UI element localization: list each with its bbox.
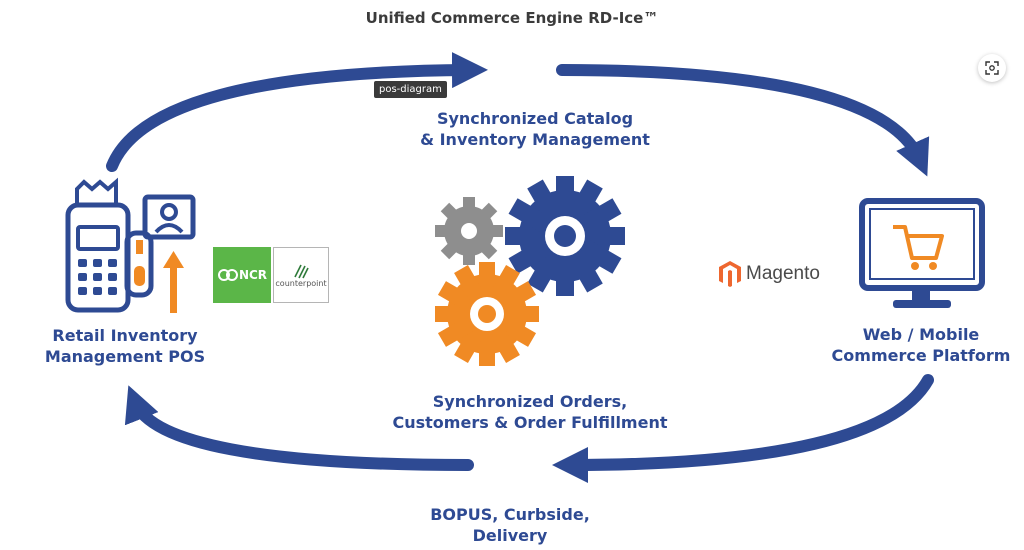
- gear-gray-icon: [435, 197, 503, 265]
- commerce-platform-line2: Commerce Platform: [831, 346, 1011, 365]
- sync-catalog-line1: Synchronized Catalog: [436, 109, 634, 128]
- magento-logo: Magento: [718, 260, 820, 288]
- sync-orders-line1: Synchronized Orders,: [432, 392, 628, 411]
- sync-catalog-line2: & Inventory Management: [420, 130, 650, 149]
- sync-orders-label: Synchronized Orders, Customers & Order F…: [380, 391, 680, 433]
- ncr-logo: NCR: [213, 247, 271, 303]
- diagram-title: Unified Commerce Engine RD-Ice™: [365, 9, 659, 27]
- expand-image-button[interactable]: [978, 54, 1006, 82]
- pos-label: Retail Inventory Management POS: [30, 325, 220, 367]
- fulfillment-options-label: BOPUS, Curbside, Delivery: [410, 504, 610, 546]
- counterpoint-logo: counterpoint: [273, 247, 329, 303]
- sync-catalog-label: Synchronized Catalog & Inventory Managem…: [390, 108, 680, 150]
- gear-orange-icon: [435, 262, 539, 366]
- fulfillment-options-line2: Delivery: [472, 526, 548, 545]
- flow-arrow-top-right: [556, 64, 930, 177]
- diagram-tooltip: pos-diagram: [374, 81, 447, 98]
- expand-icon: [985, 61, 999, 75]
- commerce-platform-label: Web / Mobile Commerce Platform: [826, 324, 1016, 366]
- gear-blue-icon: [505, 176, 625, 296]
- commerce-platform-line1: Web / Mobile: [862, 325, 980, 344]
- flow-arrow-bottom-right: [552, 374, 934, 483]
- sync-orders-line2: Customers & Order Fulfillment: [392, 413, 668, 432]
- flow-arrow-top-left: [106, 52, 488, 172]
- orange-up-arrow-icon: [163, 251, 184, 313]
- magento-mark-icon: [719, 261, 741, 287]
- magento-logo-text: Magento: [746, 263, 820, 284]
- counterpoint-mark-icon: [294, 264, 309, 278]
- flow-arrow-bottom-left: [124, 385, 474, 471]
- fulfillment-options-line1: BOPUS, Curbside,: [430, 505, 590, 524]
- ncr-logo-text: NCR: [238, 268, 268, 282]
- ncr-mark-icon: [217, 269, 238, 281]
- monitor-cart-icon: [859, 198, 985, 308]
- counterpoint-logo-text: counterpoint: [275, 278, 327, 288]
- pos-label-line1: Retail Inventory: [52, 326, 198, 345]
- pos-terminal-icon: [65, 177, 196, 313]
- pos-label-line2: Management POS: [44, 347, 206, 366]
